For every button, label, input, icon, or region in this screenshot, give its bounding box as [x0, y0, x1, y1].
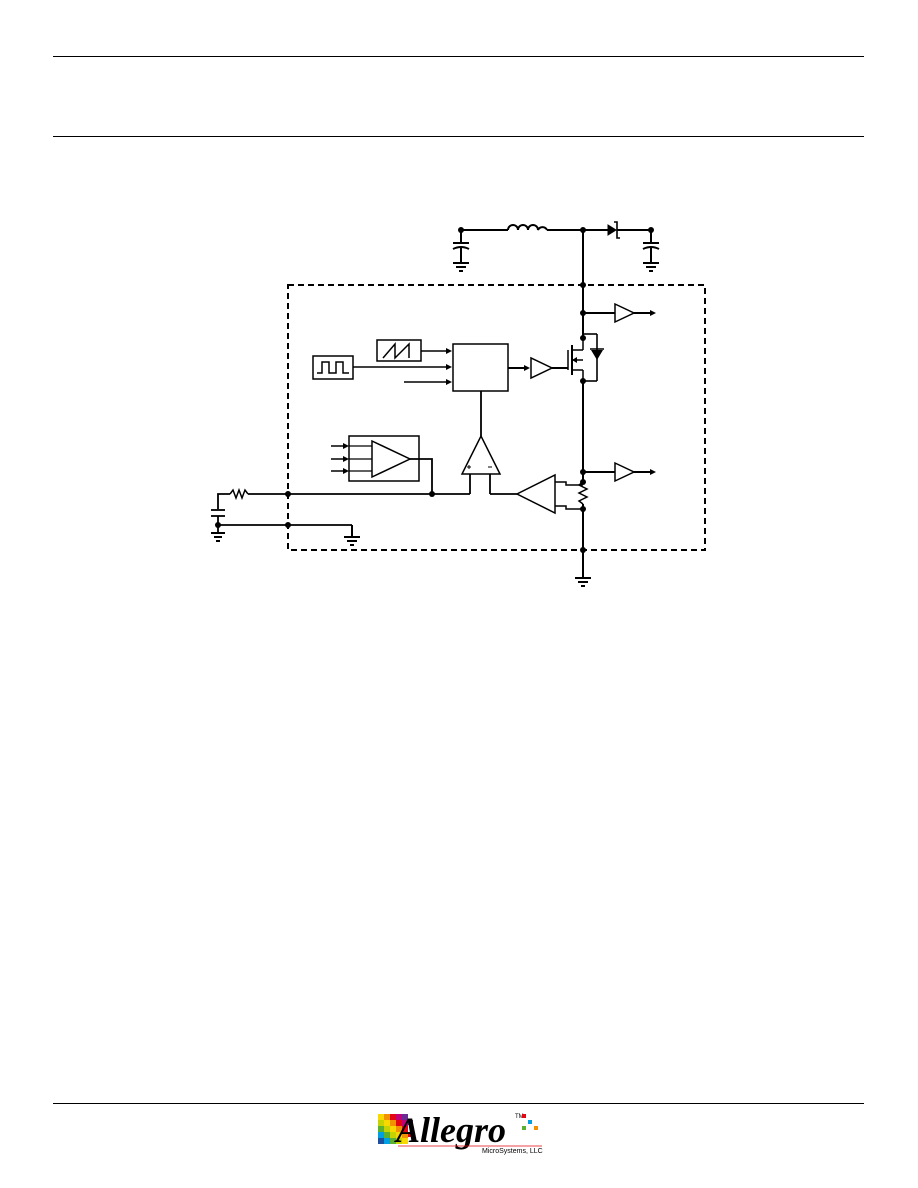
schottky-diode: [583, 221, 651, 239]
analog-ground-symbol: [344, 525, 360, 546]
pwm-comparator: [460, 391, 502, 494]
output-capacitor: [642, 230, 660, 272]
footer-rule: [53, 1103, 864, 1104]
ocp-buffer: [583, 461, 656, 483]
logo-mosaic-icon: [378, 1114, 413, 1144]
header-rule-bottom: [53, 136, 864, 137]
logo-wordmark: Allegro: [394, 1110, 506, 1150]
ic-boundary: [287, 284, 706, 551]
header-rule-top: [53, 56, 864, 57]
power-mosfet: [567, 333, 604, 382]
logo-trademark: TM: [515, 1114, 524, 1120]
block-diagram: [211, 221, 706, 587]
compensation-network: [211, 487, 249, 542]
ovp-buffer: [583, 302, 656, 324]
logo-accent-squares: [522, 1114, 538, 1130]
control-logic-block: [452, 343, 509, 392]
ground-symbol: [575, 577, 591, 587]
ramp-generator: [376, 339, 452, 362]
input-capacitor: [452, 230, 470, 272]
gate-driver: [508, 356, 568, 380]
error-amplifier-block: [331, 435, 433, 494]
logo-tagline: MicroSystems, LLC: [482, 1148, 543, 1155]
sense-resistor: [577, 481, 589, 578]
inductor: [507, 224, 548, 231]
company-logo: Allegro TM MicroSystems, LLC: [378, 1110, 543, 1155]
current-sense-amplifier: [489, 473, 583, 515]
oscillator: [312, 355, 452, 380]
